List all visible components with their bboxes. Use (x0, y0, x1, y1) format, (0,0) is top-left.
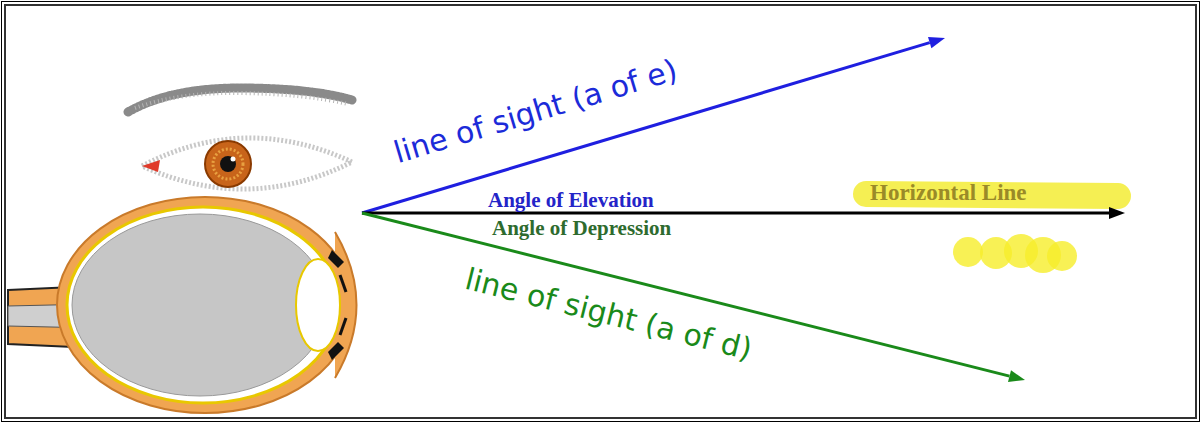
handwritten-note: line of sight (a of e) (390, 53, 681, 170)
highlight-dot (953, 237, 983, 267)
iris-section (328, 250, 344, 268)
iris-pattern (213, 149, 243, 179)
ciliary-mark (340, 318, 346, 335)
angle-label: Angle of Elevation (488, 188, 654, 212)
line-label: Horizontal Line (870, 180, 1027, 206)
pupil (220, 156, 236, 172)
eyebrow-hair (135, 93, 348, 108)
vitreous-body (72, 214, 328, 396)
highlight-dot (1047, 241, 1077, 271)
eye-glint (231, 157, 236, 162)
iris (205, 141, 251, 187)
sclera (57, 197, 353, 413)
depression-line (362, 213, 1010, 376)
handwritten-note: line of sight (a of d) (462, 262, 756, 367)
highlight-dots (953, 234, 1077, 273)
arrow-head (1109, 207, 1125, 219)
elevation-line (362, 43, 930, 213)
arrow-head (928, 37, 945, 48)
eyebrow (128, 88, 352, 112)
angle-label: Angle of Depression (492, 216, 671, 240)
tear-duct (142, 160, 160, 172)
ciliary-mark (340, 275, 346, 292)
arrow-head (1008, 370, 1025, 382)
iris-section (328, 342, 344, 360)
lens (296, 259, 340, 351)
horizontal-line (362, 212, 1110, 215)
choroid (67, 207, 339, 403)
eyelid (142, 138, 352, 189)
inner-frame (5, 5, 1196, 418)
